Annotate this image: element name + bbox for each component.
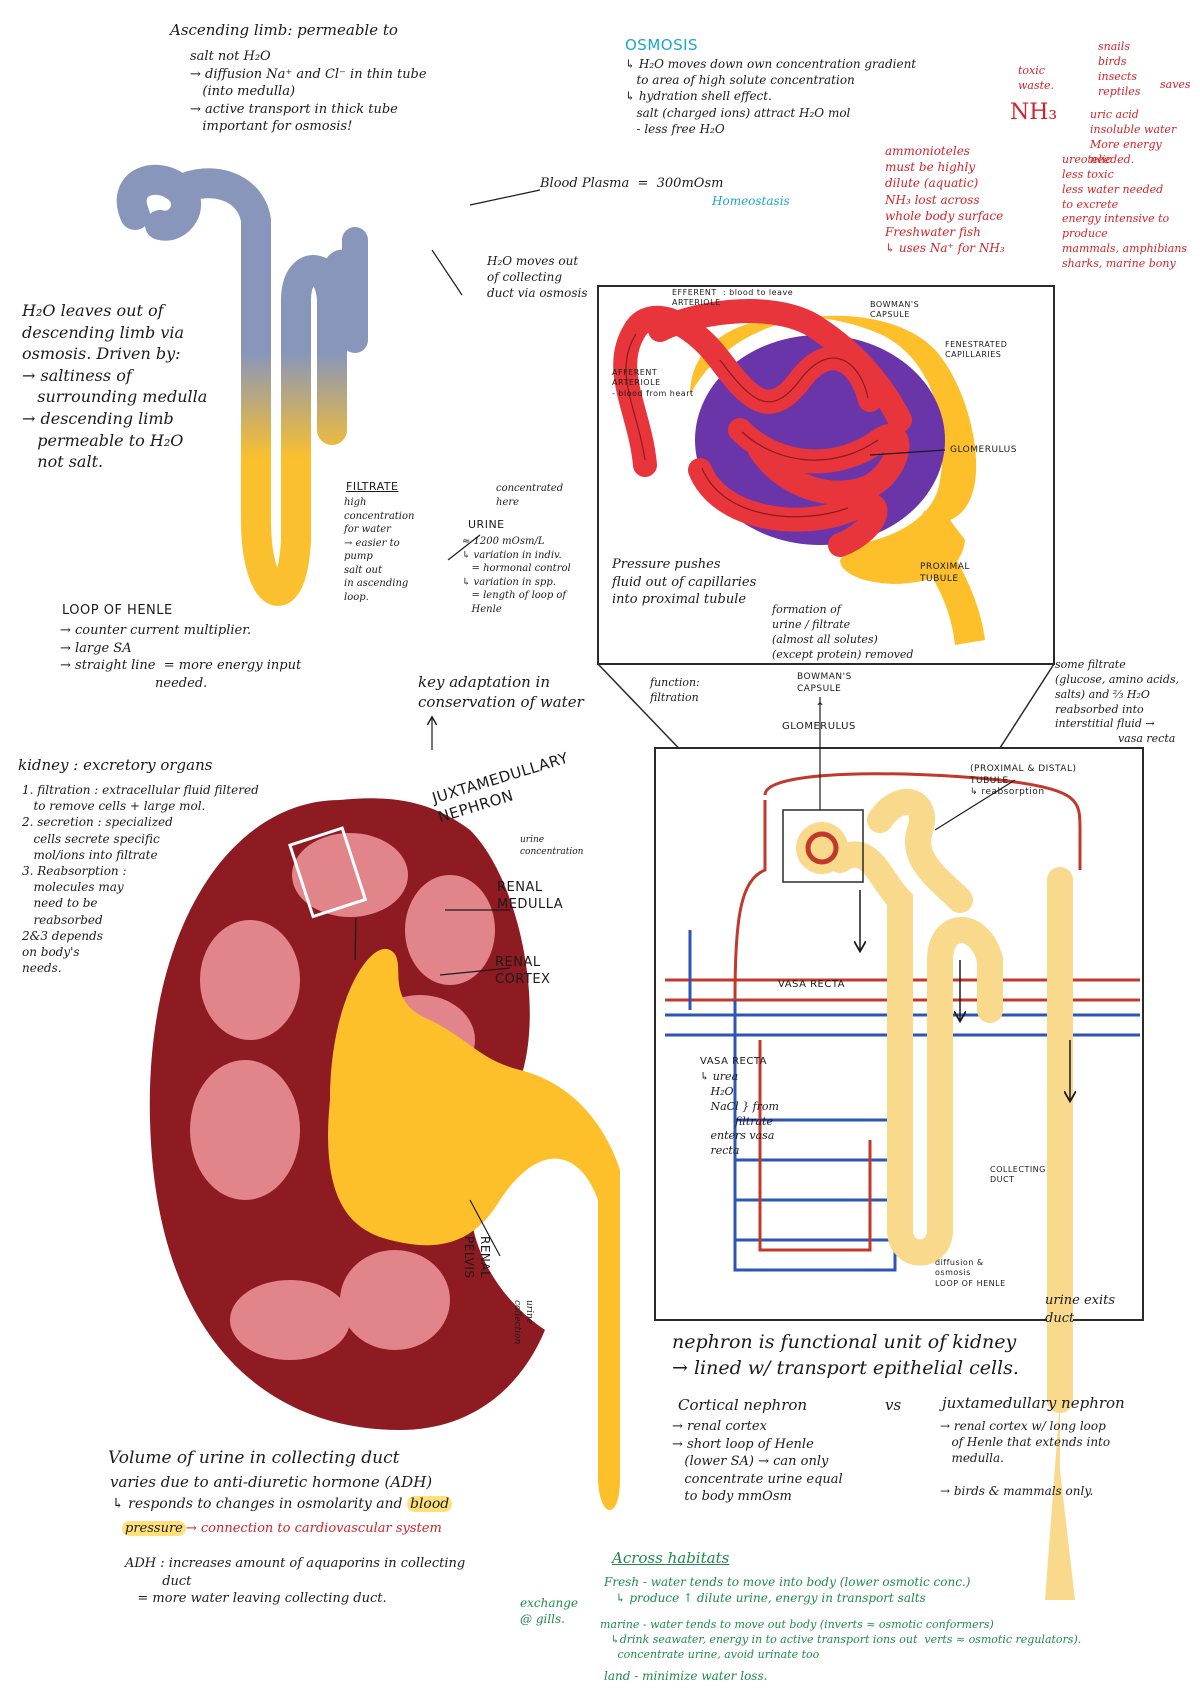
adh-pressure-highlight: pressure (122, 1521, 186, 1536)
osmosis-title: OSMOSIS (625, 36, 699, 54)
renal-cortex-label: RENAL CORTEX (495, 955, 551, 987)
ascending-notes: salt not H₂O → diffusion Na⁺ and Cl⁻ in … (190, 49, 427, 135)
up-arrow: ↑ (815, 700, 826, 714)
adh-line3: ↳ responds to changes in osmolarity and … (112, 1495, 453, 1514)
nephron-illustration (654, 747, 1144, 1600)
blood-plasma-label: Blood Plasma = 300mOsm (540, 176, 724, 191)
fenestrated-label: FENESTRATED CAPILLARIES (945, 340, 1008, 360)
saves-label: saves (1160, 78, 1191, 91)
renal-medulla-label: RENAL MEDULLA (497, 880, 564, 912)
function-filtration: function: filtration (650, 676, 700, 704)
toxic-waste: toxic waste. (1018, 64, 1055, 92)
adh-line4: pressure→ connection to cardiovascular s… (122, 1520, 442, 1538)
homeostasis-label: Homeostasis (712, 194, 790, 208)
osmosis-notes: ↳ H₂O moves down own concentration gradi… (625, 57, 917, 136)
uric-species: snails birds insects reptiles (1098, 40, 1141, 98)
renal-pelvis-label: RENAL PELVIS (462, 1236, 492, 1279)
descending-notes: H₂O leaves out of descending limb via os… (22, 301, 208, 472)
gills-exchange: exchange @ gills. (520, 1596, 578, 1627)
loop-of-henle-illustration (116, 120, 460, 655)
juxta-title: juxtamedullary nephron (942, 1394, 1125, 1412)
urine-collection-label: urine collection (511, 1300, 534, 1345)
glomerulus-illustration (597, 285, 1055, 665)
kidney-notes: 1. filtration : extracellular fluid filt… (22, 783, 259, 976)
urine-exits-label: urine exits duct (1045, 1293, 1116, 1326)
bowman-label: BOWMAN'S CAPSULE (870, 300, 920, 320)
urine-title: URINE (468, 518, 505, 531)
reabsorbed-notes: some filtrate (glucose, amino acids, sal… (1055, 658, 1179, 746)
nh3-label: NH₃ (1010, 100, 1058, 125)
proximal-tubule-label: PROXIMAL TUBULE (920, 562, 970, 584)
ascending-title: Ascending limb: permeable to (170, 21, 398, 39)
formation-notes: formation of urine / filtrate (almost al… (772, 603, 914, 661)
adh-responds: ↳ responds to changes in osmolarity and (112, 1496, 407, 1512)
ureotelic-notes: ureotelic less toxic less water needed t… (1062, 153, 1188, 270)
adh-line2: varies due to anti-diuretic hormone (ADH… (110, 1473, 433, 1491)
pressure-notes: Pressure pushes fluid out of capillaries… (612, 557, 757, 608)
vasa-recta-label-1: VASA RECTA (778, 979, 846, 990)
nephron-functional-unit: nephron is functional unit of kidney → l… (672, 1331, 1019, 1379)
adh-cardiovascular: → connection to cardiovascular system (185, 1521, 442, 1536)
diffusion-label: diffusion & osmosis LOOP OF HENLE (935, 1258, 1006, 1288)
vasa-recta-label-2: VASA RECTA (700, 1056, 768, 1067)
adh-line1: Volume of urine in collecting duct (108, 1448, 400, 1468)
land-habitat: land - minimize water loss. (604, 1669, 768, 1683)
loop-title: LOOP OF HENLE (62, 603, 173, 618)
glomerulus-label: GLOMERULUS (950, 445, 1017, 455)
juxta-notes: → renal cortex w/ long loop of Henle tha… (940, 1419, 1111, 1498)
afferent-label: AFFERENT ARTERIOLE - blood from heart (612, 368, 694, 398)
kidney-illustration (149, 798, 620, 1510)
collecting-duct-label: COLLECTING DUCT (990, 1165, 1046, 1185)
loop-notes: → counter current multiplier. → large SA… (60, 623, 302, 691)
cortical-notes: → renal cortex → short loop of Henle (lo… (672, 1419, 843, 1505)
nephron-bowman-label: BOWMAN'S CAPSULE (797, 672, 852, 694)
marine-habitat: marine - water tends to move out body (i… (600, 1618, 1082, 1661)
kidney-notes-title: kidney : excretory organs (18, 756, 213, 774)
habitats-title: Across habitats (612, 1549, 730, 1567)
adh-blood-highlight: blood (406, 1496, 453, 1512)
nephron-glomerulus-label: GLOMERULUS (782, 721, 856, 732)
adh-notes: ADH : increases amount of aquaporins in … (125, 1556, 466, 1607)
fresh-habitat: Fresh - water tends to move into body (l… (604, 1575, 971, 1606)
h2o-collecting-duct: H₂O moves out of collecting duct via osm… (487, 254, 588, 301)
urine-notes: ≈ 1200 mOsm/L ↳ variation in indiv. = ho… (462, 536, 571, 615)
vs-label: vs (885, 1396, 902, 1414)
filtrate-notes: high concentration for water → easier to… (344, 497, 415, 603)
filtrate-title: FILTRATE (346, 480, 399, 493)
urea-notes: ↳ urea H₂O NaCl } from filtrate enters v… (700, 1070, 779, 1158)
tubule-label: (PROXIMAL & DISTAL) TUBULE ↳ reabsorptio… (970, 764, 1077, 798)
efferent-label: EFFERENT : blood to leave ARTERIOLE (672, 288, 794, 308)
urine-concentration-label: urine concentration (520, 835, 584, 858)
concentrated-here: concentrated here (496, 483, 564, 508)
key-adaptation: key adaptation in conservation of water (418, 673, 584, 712)
uric-notes: uric acid insoluble water More energy ne… (1090, 108, 1177, 166)
cortical-title: Cortical nephron (678, 1396, 808, 1414)
ammonioteles-notes: ammonioteles must be highly dilute (aqua… (885, 144, 1005, 256)
